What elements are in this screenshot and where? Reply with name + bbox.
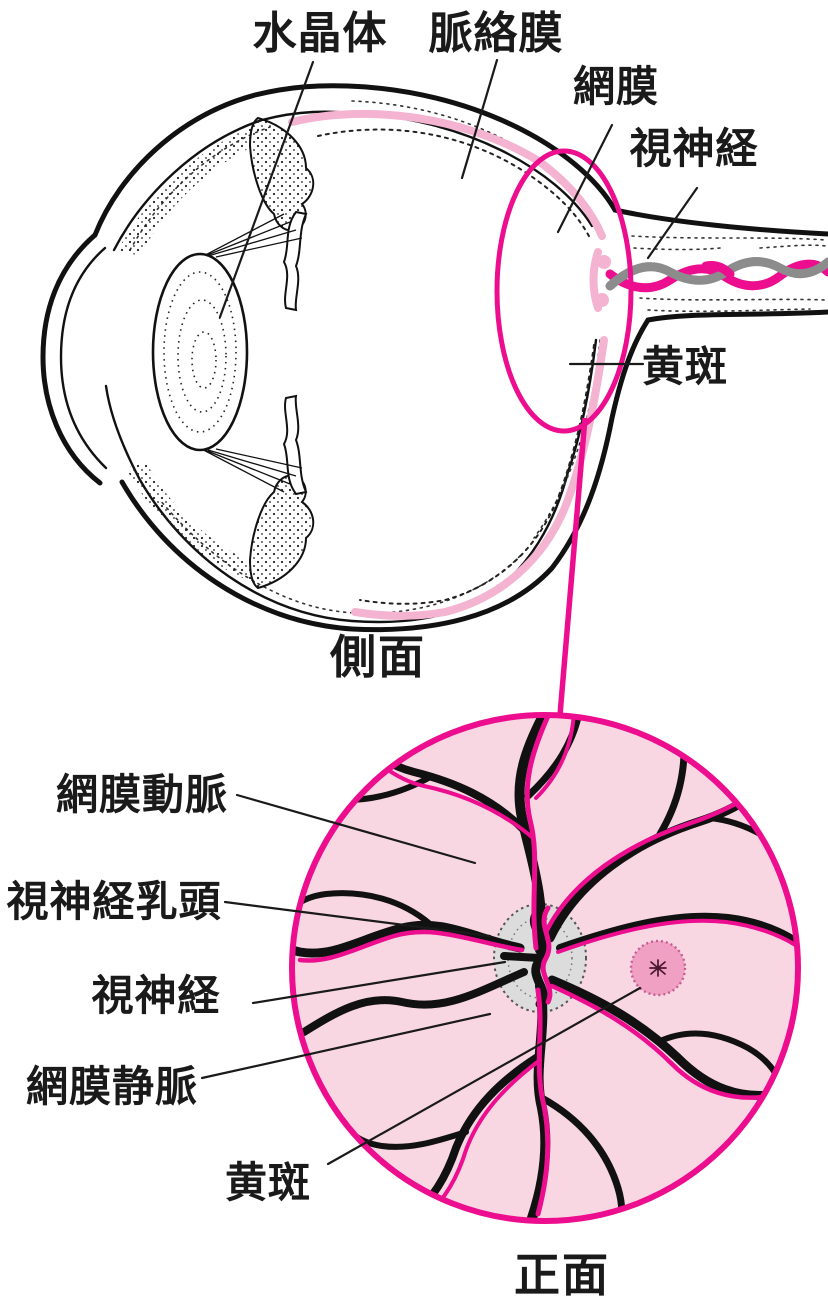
lens-pointer-line <box>218 60 315 319</box>
magnifier-ellipse <box>494 148 634 434</box>
retinal-vein-label: 網膜静脈 <box>26 1062 198 1111</box>
optic-nerve-label-side: 視神経 <box>629 124 758 173</box>
front-view-fundus <box>289 712 801 1224</box>
cornea-inner-line <box>59 246 108 470</box>
front-wall-stipple-top <box>118 124 268 256</box>
nerve-head-pink-top <box>597 255 611 269</box>
retinal-vein-pointer-line <box>200 1012 492 1080</box>
optic-disc-pointer-line <box>223 900 492 938</box>
zonule-fibers <box>191 213 303 493</box>
retinal-artery-label: 網膜動脈 <box>56 770 228 819</box>
nerve-artery-overlap <box>701 261 735 279</box>
labels: 水晶体 脈絡膜 網膜 視神経 黄斑 側面 網膜動脈 視神経乳頭 視神経 網膜静脈… <box>6 8 758 1302</box>
optic-nerve-side-pointer-line <box>646 186 699 260</box>
fundus-border <box>289 712 801 1224</box>
macula-label-front: 黄斑 <box>225 1158 311 1207</box>
front-view-caption: 正面 <box>514 1248 610 1302</box>
retina-dotted-line <box>317 128 595 605</box>
choroid-pointer-line <box>460 58 499 180</box>
optic-nerve-label-front: 視神経 <box>91 971 220 1020</box>
iris-top <box>282 210 308 312</box>
macula-label-side: 黄斑 <box>642 342 728 391</box>
nerve-head-pink-bottom <box>595 293 609 307</box>
optic-disc-label: 視神経乳頭 <box>6 877 221 926</box>
pointer-lines <box>200 58 699 1166</box>
macula-spot <box>629 939 687 997</box>
lens-label: 水晶体 <box>253 8 388 59</box>
iris-bottom <box>282 394 308 496</box>
lens-shape <box>151 252 249 452</box>
macula-front-pointer-line <box>326 986 642 1166</box>
side-view-caption: 側面 <box>329 630 426 684</box>
retina-pointer-line <box>556 123 614 234</box>
retinal-artery-pointer-line <box>235 793 477 865</box>
sclera-outer-bottom <box>119 309 828 633</box>
cornea-outline <box>40 232 103 486</box>
choroid-label: 脈絡膜 <box>429 8 564 59</box>
sclera-inner-top <box>112 110 594 252</box>
retina-label: 網膜 <box>573 62 659 111</box>
side-view-eye <box>40 83 828 716</box>
choroid-band <box>288 109 608 620</box>
front-wall-stipple-bottom <box>126 462 264 584</box>
magnifier-connector-line <box>557 417 588 716</box>
optic-nerve-bundle <box>595 235 828 313</box>
optic-nerve-front-pointer-line <box>251 960 507 1005</box>
